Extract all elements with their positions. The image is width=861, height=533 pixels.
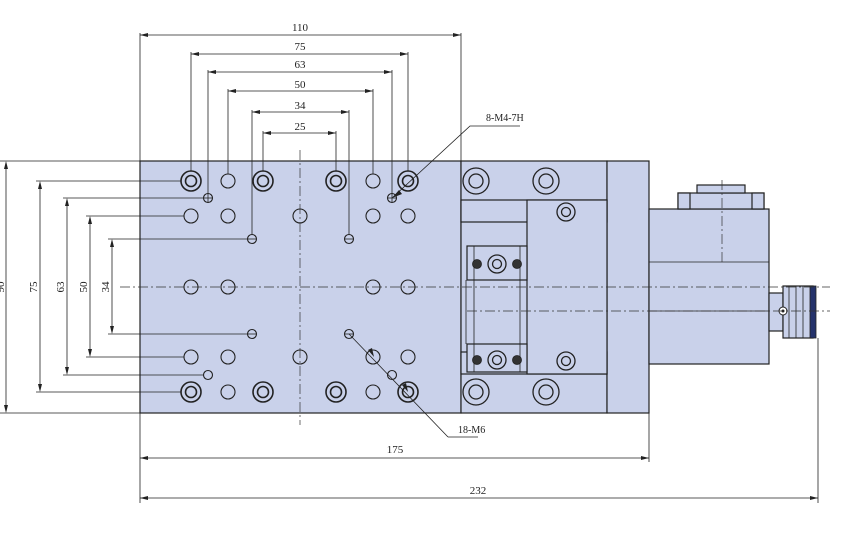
dim-75-horizontal: 75	[295, 41, 307, 53]
dim-63-vertical: 63	[55, 281, 67, 293]
dim-63-horizontal: 63	[295, 59, 307, 71]
callout-18-m6: 18-M6	[458, 425, 485, 436]
motor-knob	[782, 285, 814, 339]
dim-34-horizontal: 34	[295, 100, 307, 112]
mounting-holes	[180, 167, 576, 406]
dim-232: 232	[470, 485, 487, 497]
dim-50-horizontal: 50	[295, 79, 307, 91]
dim-75-vertical: 75	[28, 281, 40, 293]
callouts: 8-M4-7H 18-M6	[348, 113, 524, 438]
dim-50-vertical: 50	[78, 281, 90, 293]
dim-175: 175	[387, 444, 404, 456]
center-lines	[120, 150, 830, 425]
dim-25: 25	[295, 121, 307, 133]
motor-connector	[677, 192, 765, 210]
dim-90-vertical: 90	[0, 281, 7, 293]
vertical-dimensions: 90 75 63 50 34	[0, 160, 247, 414]
dim-34-vertical: 34	[100, 281, 112, 293]
callout-8-m4-7h: 8-M4-7H	[486, 113, 524, 124]
motor-housing	[648, 208, 770, 365]
horizontal-dimensions: 110 75 63 50 34 25 175 232	[139, 22, 819, 503]
dim-110: 110	[292, 22, 309, 34]
